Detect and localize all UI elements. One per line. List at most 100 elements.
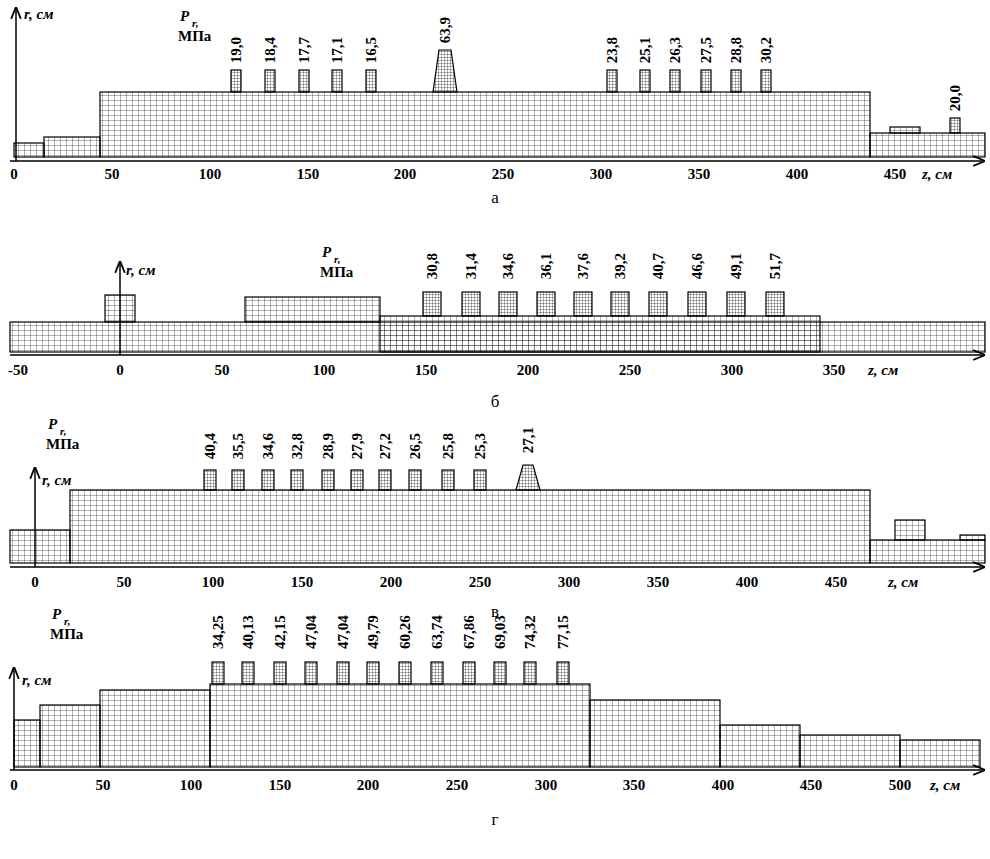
panel-letter: а xyxy=(491,188,499,208)
tick-label: 250 xyxy=(619,362,642,379)
unit-label: МПа xyxy=(46,436,79,453)
pressure-value: 34,25 xyxy=(210,615,227,649)
tick-label: 300 xyxy=(590,166,613,183)
axis-label: z, см xyxy=(930,777,960,794)
axis-label: z, см xyxy=(868,362,898,379)
quantity-subscript: r, xyxy=(64,615,70,627)
pressure-value: 25,1 xyxy=(637,37,654,63)
tick-label: 200 xyxy=(394,166,417,183)
pressure-value: 36,1 xyxy=(538,253,555,279)
pressure-value: 67,86 xyxy=(461,615,478,649)
quantity-symbol: P xyxy=(52,606,61,623)
pressure-value: 77,15 xyxy=(555,615,572,649)
axis-label: z, см xyxy=(888,574,918,591)
tick-label: 350 xyxy=(823,362,846,379)
tick-label: 0 xyxy=(10,166,18,183)
tick-label: 0 xyxy=(31,574,39,591)
pressure-value: 31,4 xyxy=(463,253,480,279)
tick-label: 100 xyxy=(313,362,336,379)
tick-label: 450 xyxy=(800,777,823,794)
tick-label: 0 xyxy=(10,777,18,794)
tick-label: 450 xyxy=(884,166,907,183)
pressure-value: 35,5 xyxy=(230,433,247,459)
tick-label: 300 xyxy=(535,777,558,794)
pressure-value: 49,1 xyxy=(728,253,745,279)
tick-label: 200 xyxy=(380,574,403,591)
tick-label: 350 xyxy=(647,574,670,591)
pressure-value: 28,9 xyxy=(320,433,337,459)
pressure-value: 20,0 xyxy=(947,85,964,111)
tick-label: 500 xyxy=(889,777,912,794)
pressure-value: 23,8 xyxy=(604,37,621,63)
pressure-value: 60,26 xyxy=(397,615,414,649)
pressure-value: 25,3 xyxy=(472,433,489,459)
pressure-value: 63,74 xyxy=(429,615,446,649)
tick-label: 450 xyxy=(825,574,848,591)
pressure-value: 16,5 xyxy=(363,37,380,63)
pressure-value: 27,5 xyxy=(698,37,715,63)
tick-label: 200 xyxy=(517,362,540,379)
panel-letter: г xyxy=(492,810,499,830)
tick-label: 300 xyxy=(558,574,581,591)
tick-label: 250 xyxy=(446,777,469,794)
unit-label: МПа xyxy=(50,626,83,643)
tick-label: 150 xyxy=(415,362,438,379)
axis-label: r, см xyxy=(22,672,51,689)
tick-label: 250 xyxy=(469,574,492,591)
pressure-value: 47,04 xyxy=(303,615,320,649)
pressure-value: 34,6 xyxy=(260,433,277,459)
pressure-value: 39,2 xyxy=(612,253,629,279)
unit-label: МПа xyxy=(178,28,211,45)
tick-label: 100 xyxy=(180,777,203,794)
tick-label: 50 xyxy=(215,362,230,379)
pressure-value: 69,03 xyxy=(492,615,509,649)
tick-label: 50 xyxy=(105,166,120,183)
quantity-subscript: r, xyxy=(192,17,198,29)
pressure-value: 34,6 xyxy=(500,253,517,279)
pressure-value: 19,0 xyxy=(228,37,245,63)
tick-label: 50 xyxy=(96,777,111,794)
pressure-value: 17,7 xyxy=(296,37,313,63)
pressure-value: 27,1 xyxy=(520,427,537,453)
pressure-value: 74,32 xyxy=(522,615,539,649)
tick-label: 150 xyxy=(291,574,314,591)
pressure-value: 26,5 xyxy=(407,433,424,459)
tick-label: 100 xyxy=(202,574,225,591)
axis-label: r, см xyxy=(126,262,155,279)
unit-label: МПа xyxy=(320,264,353,281)
pressure-value: 27,9 xyxy=(349,433,366,459)
tick-label: 150 xyxy=(297,166,320,183)
tick-label: 250 xyxy=(492,166,515,183)
pressure-value: 25,8 xyxy=(440,433,457,459)
tick-label: 0 xyxy=(116,362,124,379)
pressure-value: 27,2 xyxy=(377,433,394,459)
axis-label: r, см xyxy=(24,6,53,23)
quantity-symbol: P xyxy=(180,8,189,25)
tick-label: 400 xyxy=(712,777,735,794)
pressure-value: 32,8 xyxy=(289,433,306,459)
pressure-value: 42,15 xyxy=(272,615,289,649)
pressure-value: 40,4 xyxy=(202,433,219,459)
tick-label: 400 xyxy=(786,166,809,183)
quantity-subscript: r, xyxy=(60,425,66,437)
tick-label: 350 xyxy=(623,777,646,794)
tick-label: 150 xyxy=(269,777,292,794)
pressure-value: 47,04 xyxy=(335,615,352,649)
tick-label: 300 xyxy=(721,362,744,379)
tick-label: -50 xyxy=(8,362,28,379)
tick-label: 400 xyxy=(736,574,759,591)
pressure-value: 28,8 xyxy=(728,37,745,63)
tick-label: 50 xyxy=(117,574,132,591)
pressure-value: 17,1 xyxy=(329,37,346,63)
tick-label: 200 xyxy=(357,777,380,794)
pressure-value: 30,8 xyxy=(424,253,441,279)
pressure-value: 40,13 xyxy=(240,615,257,649)
pressure-value: 26,3 xyxy=(667,37,684,63)
pressure-value: 37,6 xyxy=(575,253,592,279)
panel-letter: б xyxy=(491,392,500,412)
quantity-symbol: P xyxy=(48,416,57,433)
pressure-value: 18,4 xyxy=(262,37,279,63)
pressure-value: 30,2 xyxy=(758,37,775,63)
